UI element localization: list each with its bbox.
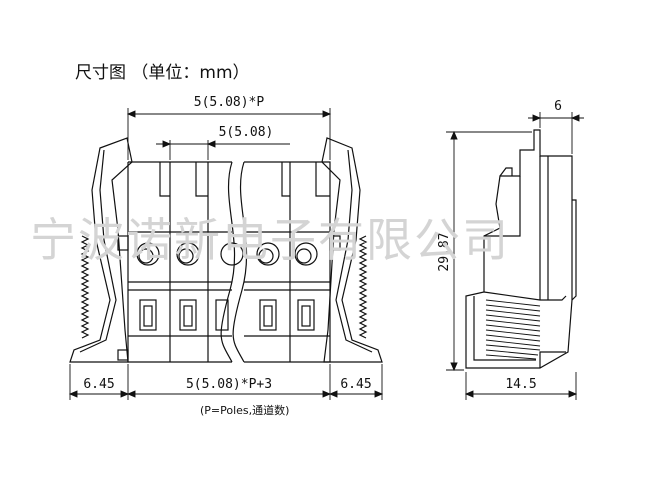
poles-note: (P=Poles,通道数) bbox=[200, 404, 290, 417]
dim-right-offset: 6.45 bbox=[340, 377, 371, 392]
diagram-title: 尺寸图 （单位：mm） bbox=[75, 63, 250, 83]
dim-side-bottom: 14.5 bbox=[505, 377, 536, 392]
watermark: 宁波诺新电子有限公司 bbox=[30, 213, 510, 267]
front-view bbox=[69, 137, 383, 363]
side-view bbox=[465, 129, 577, 369]
dim-bottom-total: 5(5.08)*P+3 bbox=[186, 377, 272, 392]
dim-pitch: 5(5.08) bbox=[219, 125, 274, 140]
dim-overall-top: 5(5.08)*P bbox=[194, 95, 265, 110]
dim-height: 29.87 bbox=[437, 232, 452, 271]
dim-left-offset: 6.45 bbox=[83, 377, 114, 392]
dim-side-top: 6 bbox=[554, 99, 562, 114]
